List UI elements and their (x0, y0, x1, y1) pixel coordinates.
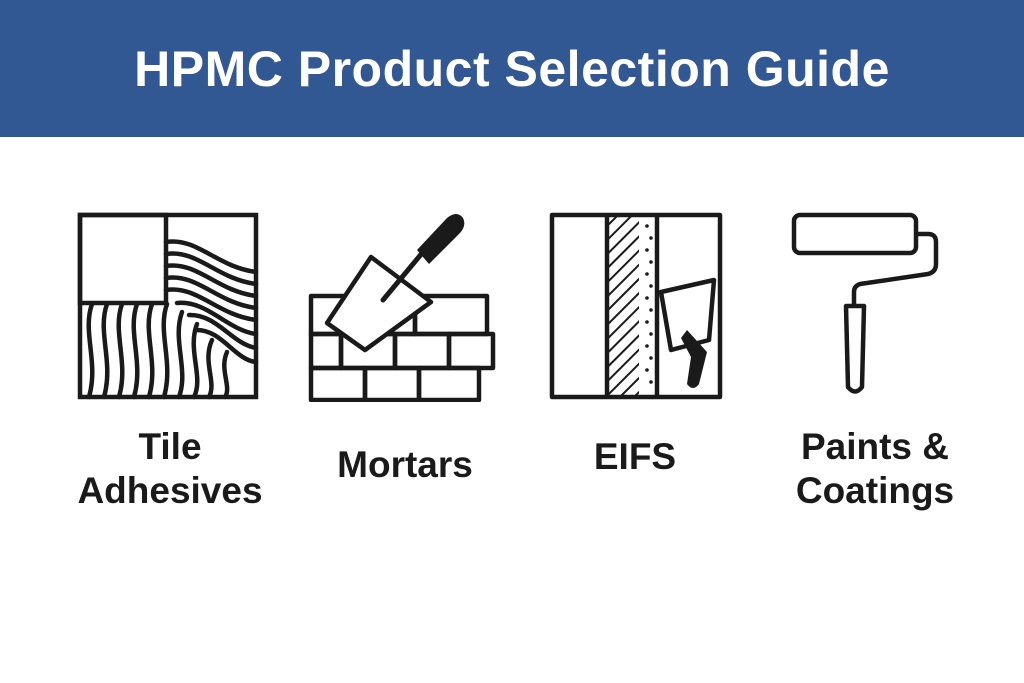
label-line: Adhesives (77, 470, 263, 511)
category-label-tile-adhesives: Tile Adhesives (50, 425, 290, 513)
category-label-mortars: Mortars (300, 443, 510, 487)
label-line: EIFS (593, 436, 677, 477)
label-line: Paints & (800, 426, 950, 467)
tile-adhesive-icon (77, 212, 259, 400)
paint-roller-icon (791, 212, 939, 394)
header-banner: HPMC Product Selection Guide (0, 0, 1024, 137)
label-line: Tile (138, 426, 202, 467)
eifs-wall-layers-icon (549, 212, 723, 400)
label-line: Mortars (337, 444, 473, 485)
category-label-eifs: EIFS (540, 435, 730, 479)
page-title: HPMC Product Selection Guide (134, 40, 890, 97)
brick-trowel-icon (308, 214, 496, 402)
category-label-paints-coatings: Paints & Coatings (760, 425, 990, 513)
label-line: Coatings (795, 470, 955, 511)
